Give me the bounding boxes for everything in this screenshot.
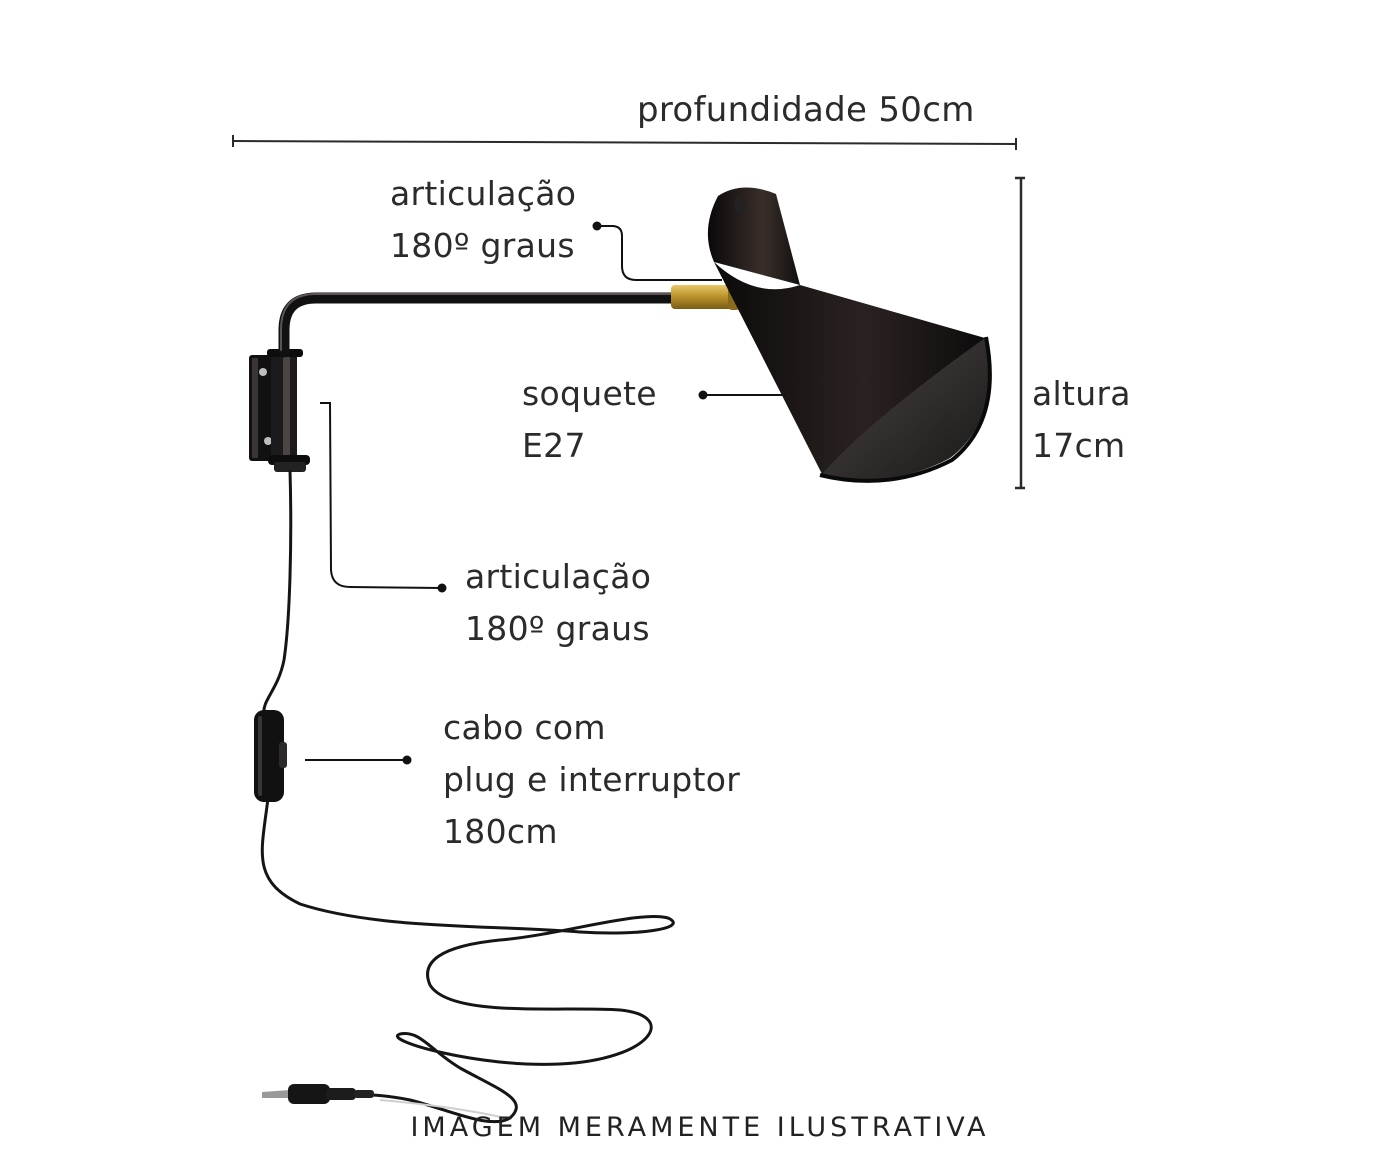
height-label-line-2: 17cm — [1032, 426, 1126, 465]
leader-cable — [305, 755, 412, 765]
socket-label: soquete E27 — [522, 368, 657, 472]
height-dimension-line — [1015, 176, 1025, 490]
height-label-line-1: altura — [1032, 374, 1131, 413]
power-cable — [260, 469, 675, 1124]
joint-bottom-label-line-1: articulação — [465, 557, 652, 596]
cable-label-line-2: plug e interruptor — [443, 760, 741, 799]
joint-top-label-line-1: articulação — [390, 174, 577, 213]
depth-label-text: profundidade 50cm — [637, 90, 975, 130]
cable-label-line-3: 180cm — [443, 812, 558, 851]
joint-bottom-label-line-2: 180º graus — [465, 609, 650, 648]
lamp-arm — [278, 292, 678, 358]
leader-joint-bottom — [320, 402, 447, 593]
inline-switch — [254, 710, 287, 802]
joint-bottom-label: articulação 180º graus — [465, 551, 651, 655]
height-label: altura 17cm — [1032, 368, 1131, 472]
joint-top-label-line-2: 180º graus — [390, 226, 575, 265]
illustrative-disclaimer: IMAGEM MERAMENTE ILUSTRATIVA — [410, 1112, 990, 1143]
depth-dimension-line — [232, 135, 1017, 150]
joint-top-label: articulação 180º graus — [390, 168, 576, 272]
leader-joint-top — [592, 221, 722, 281]
lamp-shade — [707, 187, 992, 483]
cable-label-line-1: cabo com — [443, 708, 606, 747]
wall-bracket — [249, 349, 310, 472]
leader-socket — [698, 390, 782, 400]
power-plug — [262, 1084, 374, 1104]
socket-label-line-1: soquete — [522, 374, 657, 413]
depth-label: profundidade 50cm — [637, 84, 975, 136]
socket-label-line-2: E27 — [522, 426, 586, 465]
cable-label: cabo com plug e interruptor 180cm — [443, 702, 740, 858]
